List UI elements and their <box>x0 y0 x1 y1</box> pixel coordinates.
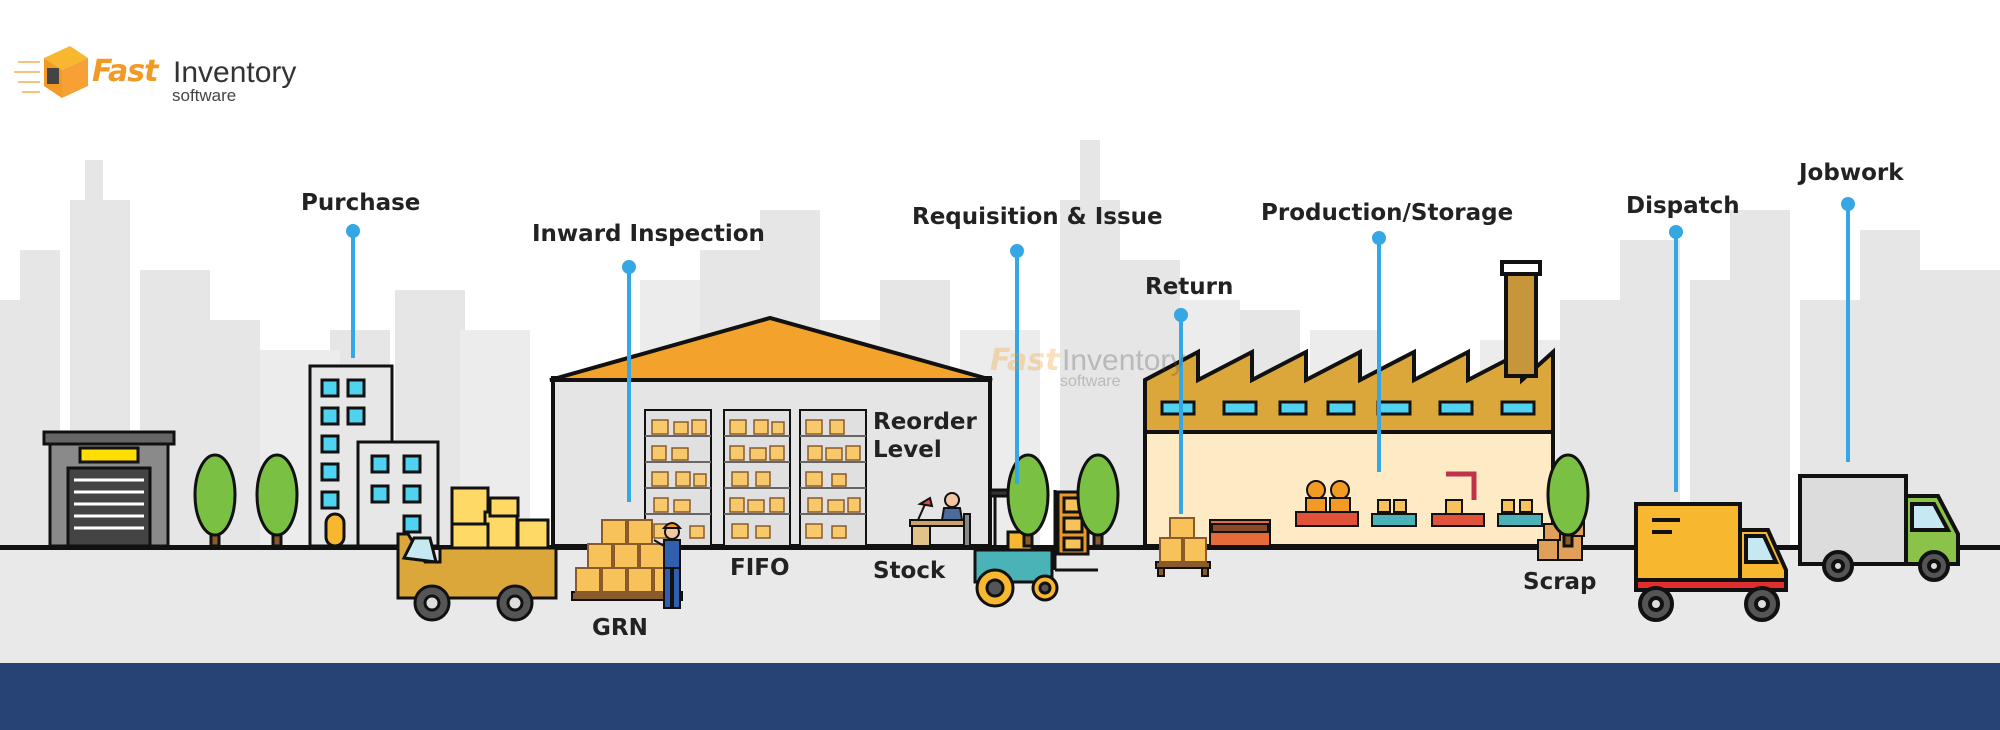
logo-text-inventory: Inventory <box>173 56 297 89</box>
label-scrap: Scrap <box>1523 569 1597 595</box>
tree-icon <box>1546 453 1590 548</box>
tree-icon <box>255 453 299 548</box>
ground-line <box>0 545 2000 550</box>
delivery-truck <box>396 486 558 622</box>
storage-shelves <box>644 409 867 547</box>
footer-band <box>0 663 2000 730</box>
stage-label-return: Return <box>1145 274 1234 300</box>
garage <box>42 430 176 548</box>
brand-logo: Fast Inventory software <box>18 44 338 114</box>
worker-icon <box>653 522 683 609</box>
svg-text:software: software <box>1060 373 1121 390</box>
watermark: Fast Inventory software <box>990 343 1185 390</box>
stage-label-dispatch: Dispatch <box>1626 193 1740 219</box>
svg-text:Fast: Fast <box>990 343 1061 378</box>
stage-label-requisition-issue: Requisition & Issue <box>912 204 1163 230</box>
tree-icon <box>193 453 237 548</box>
label-stock: Stock <box>873 558 946 584</box>
label-reorder: Reorder <box>873 409 977 435</box>
logo-text-software: software <box>172 86 237 105</box>
svg-text:Inventory: Inventory <box>1062 344 1185 377</box>
dispatch-truck <box>1634 502 1788 622</box>
jobwork-truck <box>1798 474 1960 582</box>
stage-label-purchase: Purchase <box>301 190 421 216</box>
stage-label-production-storage: Production/Storage <box>1261 200 1514 226</box>
logo-box-icon <box>14 46 88 98</box>
return-pallet <box>1155 517 1211 577</box>
tree-icon <box>1076 453 1120 548</box>
factory-equipment <box>1209 471 1543 547</box>
stage-label-jobwork: Jobwork <box>1799 160 1904 186</box>
label-grn: GRN <box>592 615 648 641</box>
pointer-lines <box>346 197 1855 514</box>
label-level: Level <box>873 437 942 463</box>
office-building <box>308 364 440 548</box>
office-desk-icon <box>909 492 971 547</box>
logo-text-fast: Fast <box>92 54 158 89</box>
label-fifo: FIFO <box>730 555 790 581</box>
stage-label-inward-inspection: Inward Inspection <box>532 221 765 247</box>
